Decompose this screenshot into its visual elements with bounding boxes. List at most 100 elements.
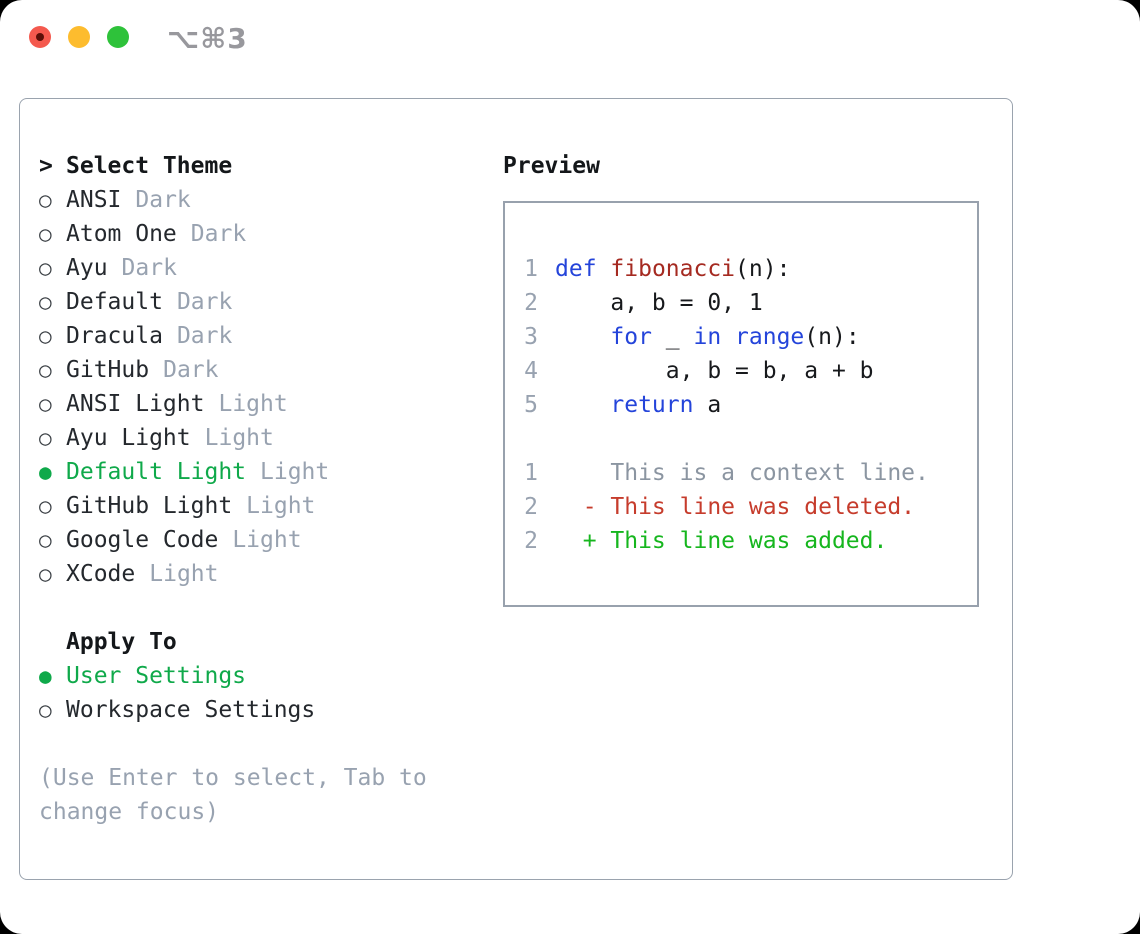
code-token: a, b = b, a + b	[555, 358, 874, 384]
apply-to-title: Apply To	[66, 629, 177, 655]
theme-option[interactable]: ○ Atom One Dark	[39, 217, 489, 251]
radio-selected-icon: ●	[39, 664, 52, 688]
spacer	[39, 591, 489, 625]
close-dot-icon	[36, 33, 44, 41]
titlebar: ⌥⌘3	[0, 0, 1140, 74]
code-token: range	[735, 324, 805, 350]
radio-selected-icon: ●	[39, 460, 52, 484]
radio-icon: ○	[39, 392, 52, 416]
line-number: 4	[524, 358, 538, 384]
line-number: 1	[524, 460, 538, 486]
hint-text: (Use Enter to select, Tab to change focu…	[39, 765, 427, 825]
apply-to-option[interactable]: ● User Settings	[39, 659, 489, 693]
theme-option-variant: Light	[232, 527, 302, 553]
preview-header: Preview	[503, 149, 979, 183]
radio-icon: ○	[39, 528, 52, 552]
code-token: return	[610, 392, 694, 418]
theme-option-variant: Dark	[176, 289, 233, 315]
apply-to-option-label: User Settings	[66, 663, 247, 689]
code-token: def	[555, 256, 597, 282]
theme-option-variant: Dark	[135, 187, 191, 213]
code-token: _	[651, 324, 694, 350]
radio-icon: ○	[39, 256, 52, 280]
apply-to-option-label: Workspace Settings	[66, 697, 316, 723]
theme-option-variant: Dark	[121, 255, 177, 281]
line-number: 5	[524, 392, 538, 418]
theme-option-variant: Light	[204, 425, 274, 451]
line-number: 2	[524, 290, 538, 316]
code-token: This is a context line.	[555, 460, 929, 486]
theme-option-variant: Dark	[190, 221, 247, 247]
line-number: 3	[524, 324, 538, 350]
close-button[interactable]	[29, 26, 51, 48]
apply-to-list: ● User Settings ○ Workspace Settings	[39, 659, 489, 727]
code-token: (n):	[804, 324, 860, 350]
code-line: 4 a, b = b, a + b	[524, 354, 977, 388]
window-shortcut-label: ⌥⌘3	[167, 22, 248, 55]
maximize-button[interactable]	[107, 26, 129, 48]
theme-option[interactable]: ○ Dracula Dark	[39, 319, 489, 353]
radio-icon: ○	[39, 494, 52, 518]
apply-to-option[interactable]: ○ Workspace Settings	[39, 693, 489, 727]
theme-option-label: ANSI Light	[66, 391, 205, 417]
select-theme-header: > Select Theme	[39, 149, 489, 183]
theme-option-variant: Dark	[176, 323, 233, 349]
code-token: + This line was added.	[555, 528, 888, 554]
theme-option-label: GitHub	[66, 357, 150, 383]
code-line: 2 a, b = 0, 1	[524, 286, 977, 320]
code-line: 1 This is a context line.	[524, 456, 977, 490]
code-line: 2 - This line was deleted.	[524, 490, 977, 524]
select-theme-title: Select Theme	[66, 153, 233, 179]
line-number: 1	[524, 256, 538, 282]
radio-icon: ○	[39, 222, 52, 246]
code-token	[721, 324, 735, 350]
code-token: - This line was deleted.	[555, 494, 916, 520]
theme-option-variant: Light	[218, 391, 288, 417]
theme-option[interactable]: ○ Google Code Light	[39, 523, 489, 557]
theme-option-label: Ayu Light	[66, 425, 191, 451]
theme-option[interactable]: ● Default Light Light	[39, 455, 489, 489]
theme-option-variant: Light	[260, 459, 330, 485]
theme-option-variant: Light	[149, 561, 219, 587]
radio-icon: ○	[39, 698, 52, 722]
theme-option-label: XCode	[66, 561, 136, 587]
code-token: a, b = 0, 1	[555, 290, 763, 316]
line-number: 2	[524, 528, 538, 554]
preview-title: Preview	[503, 153, 600, 179]
radio-icon: ○	[39, 426, 52, 450]
radio-icon: ○	[39, 188, 52, 212]
theme-option-label: Default	[66, 289, 163, 315]
theme-option-label: Default Light	[66, 459, 247, 485]
theme-option[interactable]: ○ ANSI Light Light	[39, 387, 489, 421]
theme-option[interactable]: ○ Ayu Light Light	[39, 421, 489, 455]
focus-caret-icon: >	[39, 153, 53, 179]
code-token: for	[610, 324, 652, 350]
theme-option-label: Google Code	[66, 527, 219, 553]
code-token: a	[693, 392, 722, 418]
code-token: in	[693, 324, 722, 350]
code-line: 5 return a	[524, 388, 977, 422]
code-line	[524, 422, 977, 456]
theme-option-variant: Dark	[163, 357, 219, 383]
theme-option-label: Dracula	[66, 323, 163, 349]
code-line: 2 + This line was added.	[524, 524, 977, 558]
code-token: fibonacci	[610, 256, 736, 282]
minimize-button[interactable]	[68, 26, 90, 48]
radio-icon: ○	[39, 324, 52, 348]
theme-option-label: Atom One	[66, 221, 177, 247]
spacer	[39, 727, 489, 761]
code-line: 3 for _ in range(n):	[524, 320, 977, 354]
